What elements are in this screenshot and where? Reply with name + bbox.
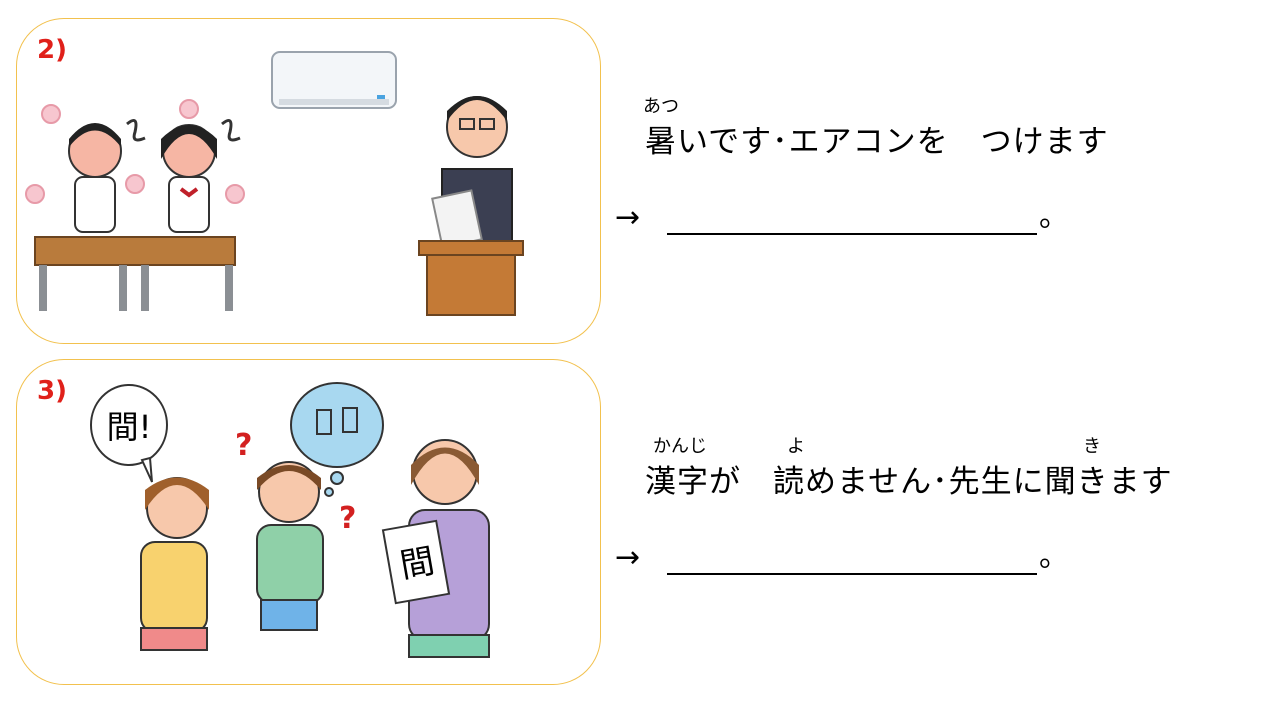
exercise-number: 2) — [37, 35, 67, 65]
furigana-atsu: あつ — [643, 96, 679, 117]
svg-text:?: ? — [235, 428, 252, 463]
answer-blank[interactable] — [667, 543, 1037, 575]
air-conditioner-icon — [271, 51, 397, 109]
answer-line: → 。 — [615, 531, 1255, 575]
speech-text: 間! — [107, 408, 152, 446]
teacher-icon — [431, 96, 513, 250]
girl-icon — [140, 477, 209, 651]
svg-text:?: ? — [339, 501, 356, 536]
answer-blank[interactable] — [667, 203, 1037, 235]
student-desks-icon — [34, 236, 236, 311]
podium-icon — [418, 240, 524, 316]
card-kanji-text: 間 — [397, 541, 437, 586]
exercise-2-text: あつ 暑いです･エアコンを つけます → 。 — [615, 92, 1255, 235]
period-mark: 。 — [1039, 539, 1069, 574]
furigana-line: あつ — [615, 92, 1255, 117]
period-mark: 。 — [1039, 199, 1069, 234]
exercise-number: 3) — [37, 376, 67, 406]
prompt-sentence: 漢字が 読めません･先生に聞きます — [645, 464, 1173, 500]
kanji-question-illustration: 間! ? ? — [90, 382, 490, 658]
exercise-2-card: 2) — [16, 18, 601, 344]
boy-student-icon — [68, 118, 146, 233]
question-marks-icon: ? ? — [235, 428, 356, 536]
furigana-kanji: かんじ — [653, 436, 707, 457]
thought-bubble-icon — [290, 382, 384, 497]
furigana-ki: き — [1083, 436, 1101, 457]
boy-icon — [256, 461, 324, 631]
speech-bubble-icon — [90, 384, 168, 483]
furigana-line: かんじ よ き — [615, 432, 1255, 457]
prompt-sentence: 暑いです･エアコンを つけます — [645, 124, 1109, 160]
arrow-icon: → — [615, 200, 641, 235]
heat-flowers-icon — [25, 99, 245, 204]
exercise-3-card: 3) 間! ? ? — [16, 359, 601, 685]
girl-student-icon — [161, 118, 241, 233]
exercise-3-text: かんじ よ き 漢字が 読めません･先生に聞きます → 。 — [615, 432, 1255, 575]
hot-classroom-illustration — [25, 51, 524, 316]
kanji-card-icon — [381, 519, 451, 605]
furigana-yo: よ — [787, 436, 805, 457]
answer-line: → 。 — [615, 191, 1255, 235]
arrow-icon: → — [615, 540, 641, 575]
